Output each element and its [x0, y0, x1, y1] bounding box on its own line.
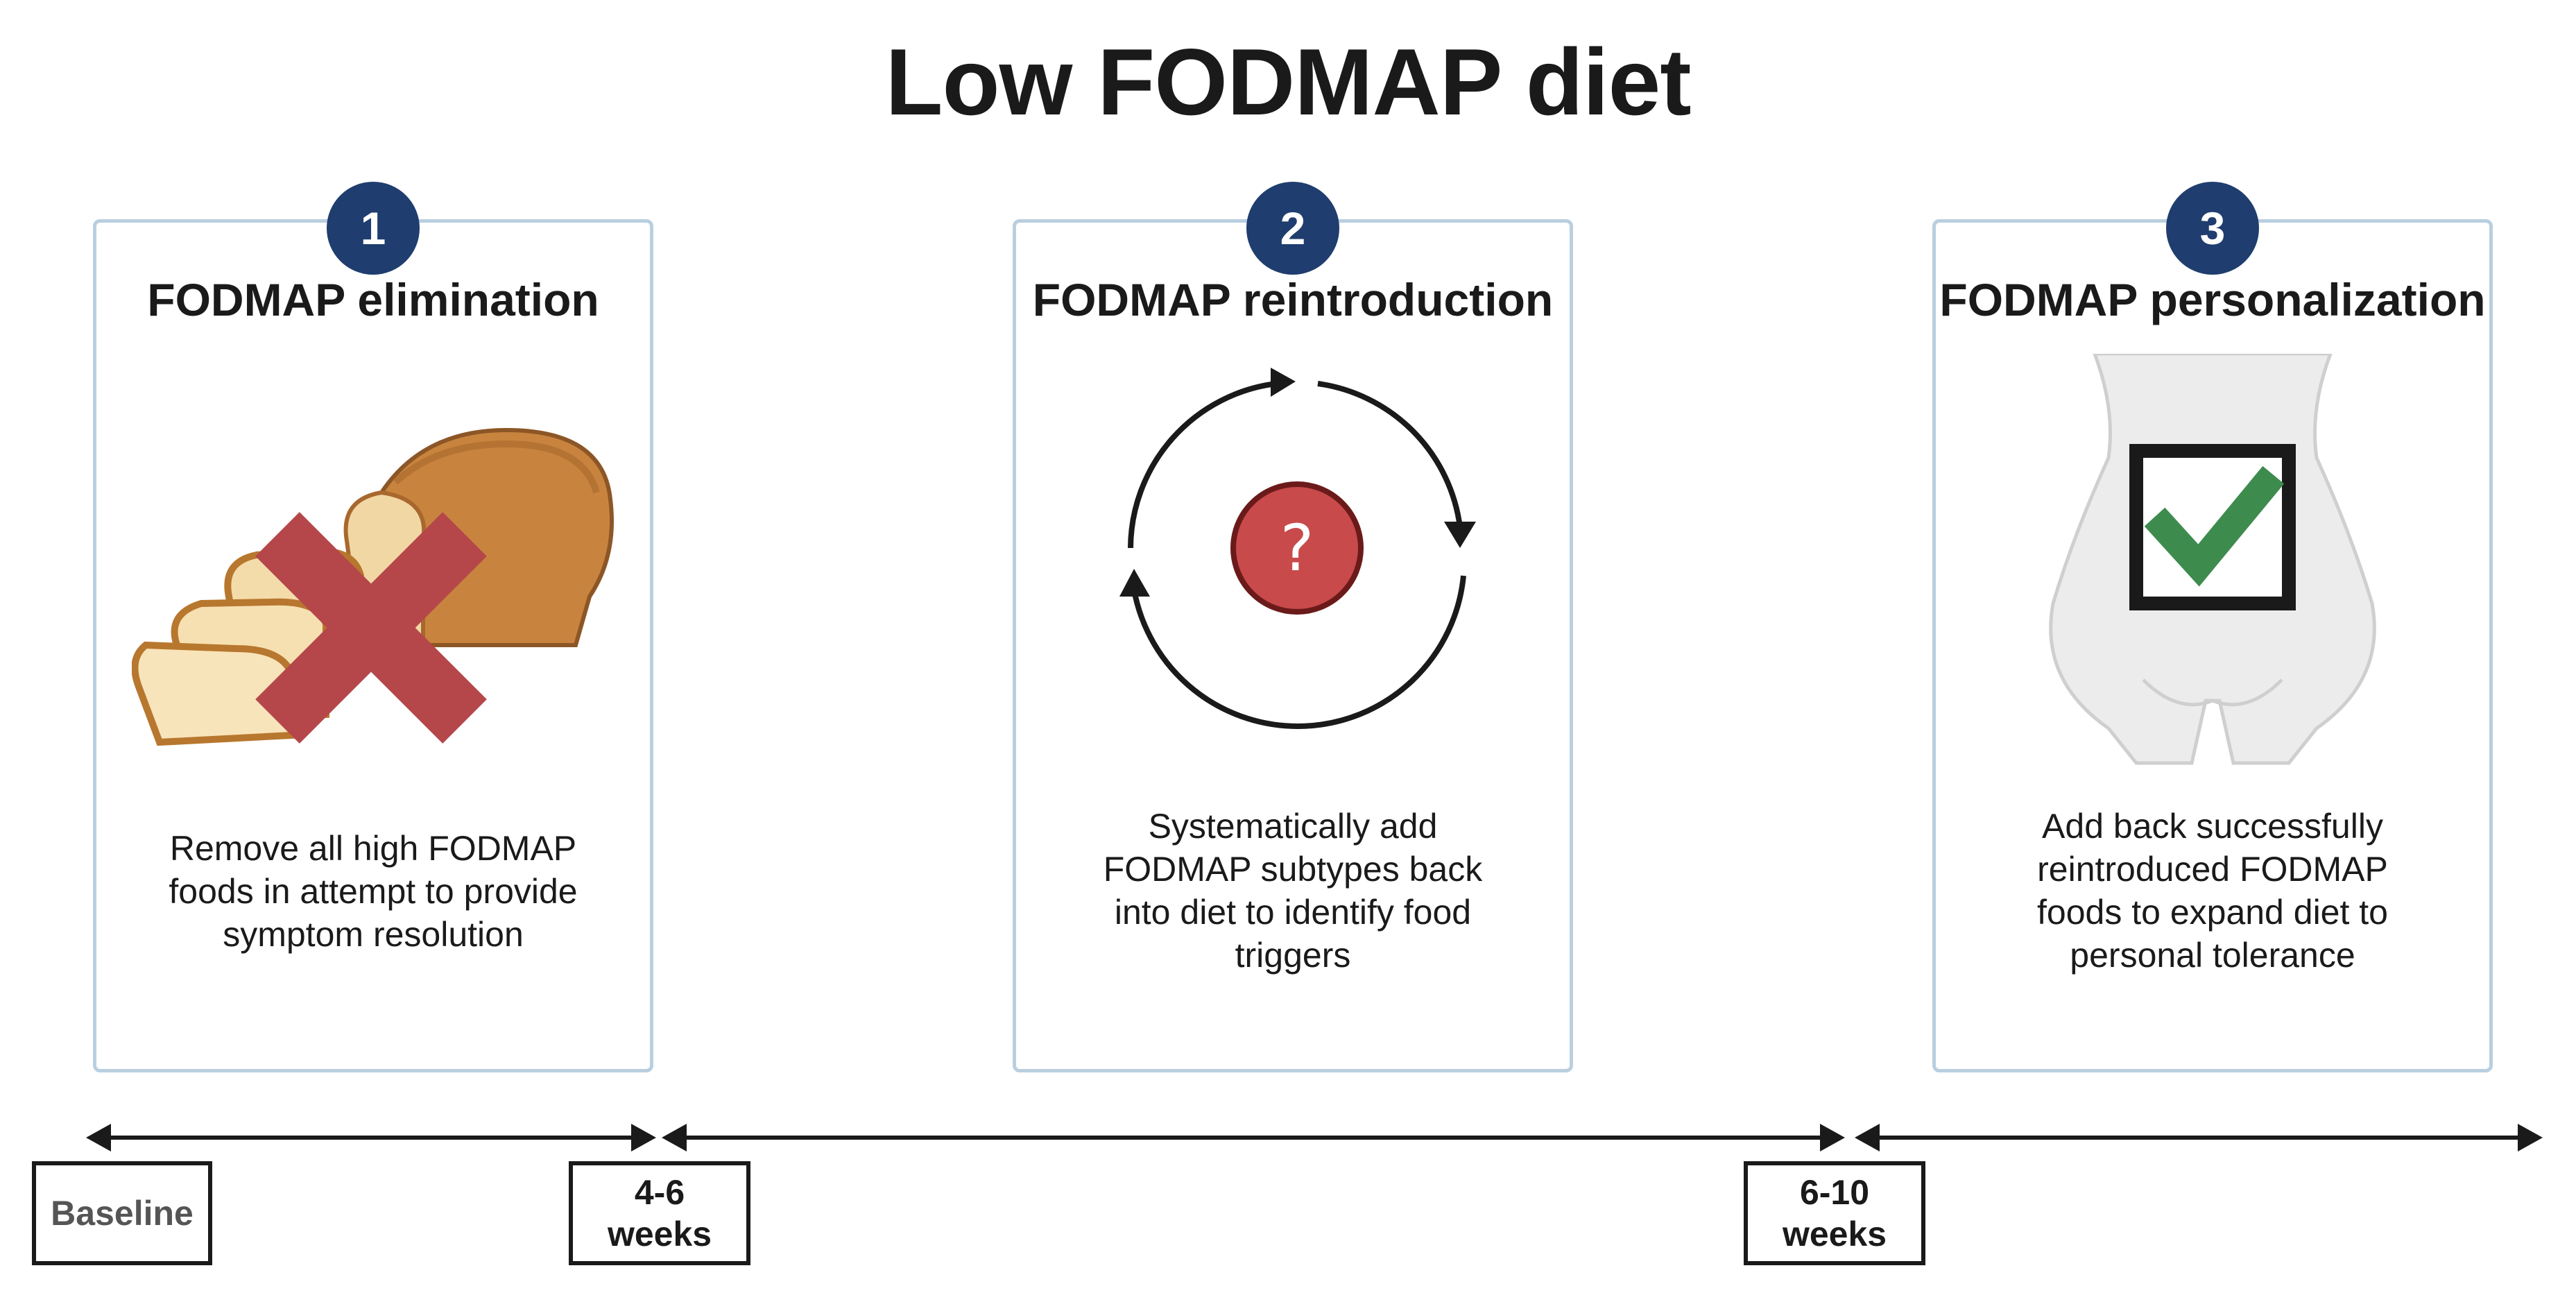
timeline-marker-4-6-weeks: 4-6 weeks	[569, 1161, 750, 1265]
step-description: Add back successfully reintroduced FODMA…	[2037, 807, 2388, 975]
question-mark: ?	[1280, 511, 1314, 585]
body-checkmark-icon	[2049, 354, 2376, 765]
step-number-badge: 2	[1246, 182, 1339, 275]
cycle-question-icon: ?	[1119, 368, 1476, 729]
step-description: Systematically add FODMAP subtypes back …	[1103, 807, 1483, 975]
step-number-badge: 3	[2166, 182, 2259, 275]
step-card-reintroduction	[1013, 219, 1573, 1072]
page-title: Low FODMAP diet	[885, 29, 1691, 135]
timeline-marker-6-10-weeks: 6-10 weeks	[1744, 1161, 1925, 1265]
bread-crossed-out-icon	[132, 427, 614, 746]
step-title: FODMAP reintroduction	[1032, 274, 1554, 325]
step-title: FODMAP elimination	[147, 274, 599, 325]
step-title: FODMAP personalization	[1939, 274, 2486, 325]
step-description: Remove all high FODMAP foods in attempt …	[169, 829, 578, 954]
step-number-badge: 1	[327, 182, 420, 275]
timeline-marker-baseline: Baseline	[32, 1161, 212, 1265]
